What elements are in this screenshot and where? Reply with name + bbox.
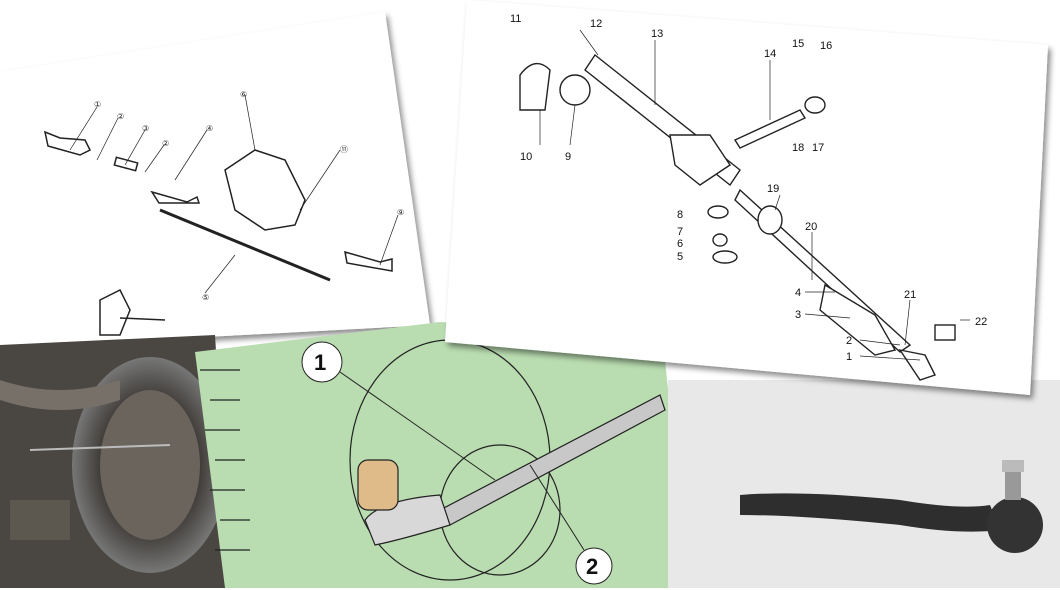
right-label: 18 bbox=[792, 142, 804, 154]
right-label: 2 bbox=[846, 335, 852, 347]
right-label: 17 bbox=[812, 142, 824, 154]
right-label: 3 bbox=[795, 309, 801, 321]
right-label: 14 bbox=[764, 48, 776, 60]
right-label: 22 bbox=[975, 316, 987, 328]
right-label: 21 bbox=[904, 289, 916, 301]
right-label: 9 bbox=[565, 151, 571, 163]
right-label: 10 bbox=[520, 151, 532, 163]
left-label: ④ bbox=[206, 124, 213, 133]
left-label: ⑥ bbox=[240, 90, 247, 99]
green-label: 1 bbox=[314, 350, 326, 375]
green-tie-rod-diagram: 1 2 bbox=[195, 322, 689, 588]
wheel-photo bbox=[0, 335, 231, 588]
right-label: 8 bbox=[677, 209, 683, 221]
green-label: 2 bbox=[586, 554, 598, 579]
right-label: 5 bbox=[677, 251, 683, 263]
left-steering-linkage-diagram: ① ② ③ ② ④ ⑥ ⑪ ⑨ ⑤ bbox=[0, 12, 430, 348]
right-label: 7 bbox=[677, 226, 683, 238]
right-label: 20 bbox=[805, 221, 817, 233]
left-label: ⑪ bbox=[340, 145, 348, 154]
right-label: 16 bbox=[820, 40, 832, 52]
left-label: ③ bbox=[142, 124, 149, 133]
right-label: 15 bbox=[792, 38, 804, 50]
left-label: ⑤ bbox=[202, 293, 209, 302]
right-label: 12 bbox=[590, 18, 602, 30]
left-label: ② bbox=[117, 112, 124, 121]
left-label: ⑨ bbox=[397, 208, 404, 217]
right-steering-rack-diagram: 11 12 13 14 15 16 10 9 18 17 19 8 20 7 6… bbox=[445, 0, 1048, 395]
left-label: ② bbox=[162, 139, 169, 148]
right-label: 4 bbox=[795, 287, 801, 299]
right-label: 1 bbox=[846, 351, 852, 363]
right-label: 6 bbox=[677, 238, 683, 250]
left-label: ① bbox=[94, 100, 101, 109]
right-label: 11 bbox=[510, 13, 521, 25]
right-label: 13 bbox=[651, 28, 663, 40]
tie-rod-end-photo bbox=[668, 380, 1060, 588]
right-label: 19 bbox=[767, 183, 779, 195]
